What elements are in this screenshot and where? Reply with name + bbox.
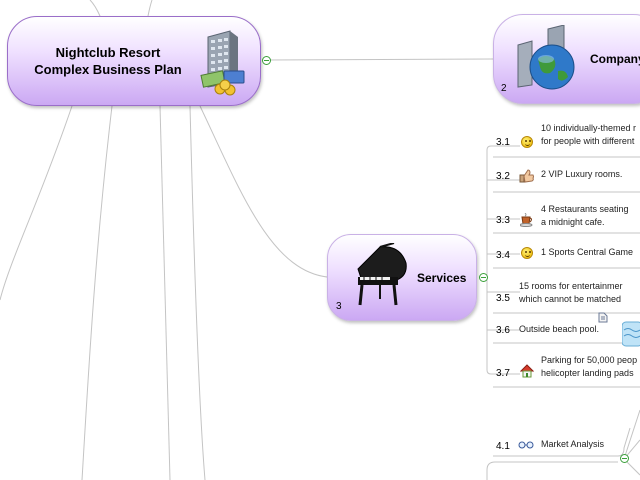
company-topic-node[interactable]: Company 2 — [493, 14, 640, 104]
services-collapse-toggle[interactable] — [479, 273, 488, 282]
globe-buildings-icon — [517, 25, 575, 90]
glasses-icon — [518, 441, 534, 449]
services-topic-title: Services — [417, 271, 467, 285]
item-text: Market Analysis — [541, 439, 605, 449]
item-number: 3.2 — [496, 171, 510, 182]
services-topic-number: 3 — [336, 301, 342, 312]
item-text: 1 Sports Central Game — [541, 247, 634, 257]
item-number: 3.5 — [496, 293, 510, 304]
item-text: 2 VIP Luxury rooms. — [541, 169, 623, 179]
item-number: 3.7 — [496, 368, 510, 379]
item-text: 4 Restaurants seating a midnight cafe. — [541, 204, 629, 227]
item-text: 15 rooms for entertainmer which cannot b… — [519, 281, 623, 304]
note-icon — [598, 312, 608, 323]
item-number: 4.1 — [496, 441, 510, 452]
market-collapse-toggle[interactable] — [620, 454, 629, 463]
company-topic-number: 2 — [501, 83, 507, 94]
office-building-money-icon — [200, 30, 245, 96]
item-number: 3.6 — [496, 325, 510, 336]
item-number: 3.1 — [496, 137, 510, 148]
smiley-icon — [521, 247, 533, 259]
root-topic-node[interactable]: Nightclub Resort Complex Business Plan — [7, 16, 261, 106]
item-number: 3.3 — [496, 215, 510, 226]
company-topic-title: Company — [590, 52, 640, 66]
root-collapse-toggle[interactable] — [262, 56, 271, 65]
smiley-icon — [521, 136, 533, 148]
coffee-cup-icon — [520, 213, 533, 227]
item-number: 3.4 — [496, 250, 510, 261]
house-icon — [520, 364, 534, 378]
grand-piano-icon — [357, 243, 407, 306]
item-text: Parking for 50,000 peop helicopter landi… — [541, 355, 638, 378]
services-topic-node[interactable]: Services 3 — [327, 234, 477, 321]
thumbs-up-icon — [519, 169, 534, 183]
pool-icon — [622, 321, 640, 347]
item-text: 10 individually-themed r for people with… — [541, 123, 637, 146]
root-topic-title: Nightclub Resort Complex Business Plan — [34, 45, 182, 77]
item-text: Outside beach pool. — [519, 324, 600, 334]
